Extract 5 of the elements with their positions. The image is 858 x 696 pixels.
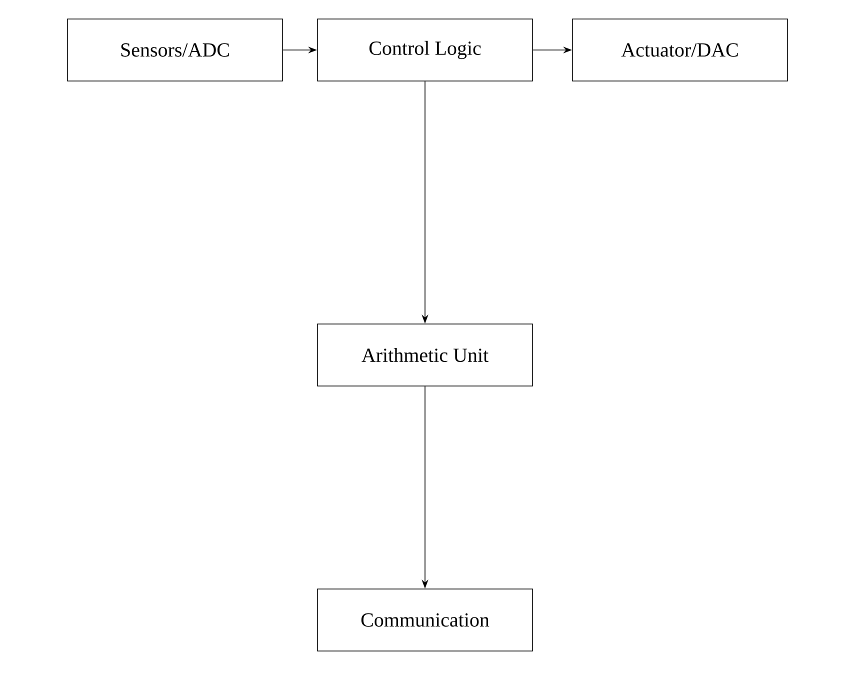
process-box: Arithmetic Unit (317, 324, 533, 386)
process-box: Control Logic (317, 18, 533, 82)
process-box: Communication (317, 588, 533, 652)
process-box: Sensors/ADC (67, 18, 283, 82)
process-box: Actuator/DAC (572, 18, 788, 82)
